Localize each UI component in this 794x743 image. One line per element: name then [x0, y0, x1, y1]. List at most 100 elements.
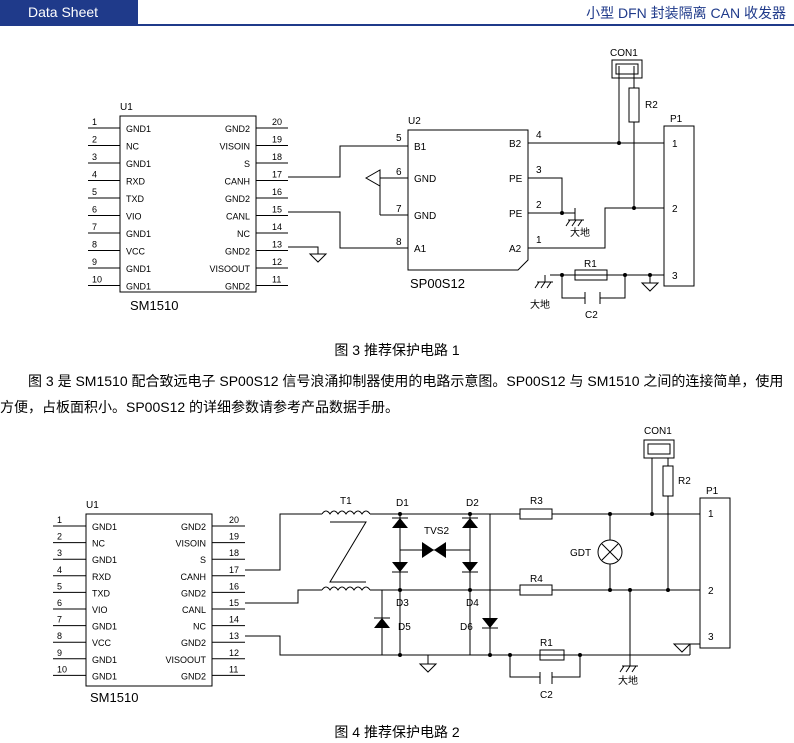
- p1-connector: [663, 125, 695, 287]
- pin-label: VIO: [92, 605, 108, 615]
- pin-label: TXD: [126, 194, 145, 204]
- paragraph-text: 图 3 是 SM1510 配合致远电子 SP00S12 信号浪涌抑制器使用的电路…: [0, 373, 784, 415]
- pin-label: TXD: [92, 588, 111, 598]
- pin-number: 2: [92, 135, 97, 145]
- pin-label: GND2: [225, 124, 250, 134]
- pin-number: 5: [57, 581, 62, 591]
- u2-pin-2-num: 2: [536, 200, 542, 211]
- pin-number: 7: [57, 615, 62, 625]
- p1-label: P1: [670, 114, 683, 125]
- pin-number: 11: [272, 275, 281, 285]
- earth-symbol: [565, 219, 584, 227]
- pin-number: 1: [92, 117, 97, 127]
- gnd-symbol: [640, 282, 660, 292]
- pin-label: GND1: [92, 655, 117, 665]
- d5-diode: [374, 618, 390, 628]
- header-title: 小型 DFN 封装隔离 CAN 收发器: [586, 5, 786, 21]
- u2-pin-4-num: 4: [536, 130, 542, 141]
- d2-label: D2: [466, 498, 479, 509]
- pin-number: 4: [57, 565, 62, 575]
- pin-number: 14: [272, 222, 282, 232]
- pin-number: 15: [229, 598, 239, 608]
- pin-label: GND2: [225, 247, 250, 257]
- d6-label: D6: [460, 622, 473, 633]
- earth-symbol: [619, 665, 638, 673]
- pin-label: CANL: [226, 212, 250, 222]
- u2-pin-2-label: PE: [509, 209, 523, 220]
- t1-winding: [321, 510, 371, 515]
- pin-number: 6: [57, 598, 62, 608]
- c2-capacitor: [584, 292, 601, 304]
- u1-part-name: SM1510: [90, 690, 138, 705]
- pin-label: GND1: [92, 622, 117, 632]
- figure-4-schematic: 1GND12NC3GND14RXD5TXD6VIO7GND18VCC9GND11…: [53, 426, 731, 705]
- sp00s12-body: [407, 129, 529, 271]
- r3-label: R3: [530, 496, 543, 507]
- pin-number: 13: [229, 631, 239, 641]
- con1-body: [611, 59, 643, 79]
- gdt-label: GDT: [570, 548, 591, 559]
- con1-body: [643, 439, 675, 459]
- t1-label: T1: [340, 496, 352, 507]
- r1-label: R1: [584, 259, 597, 270]
- pin-label: NC: [126, 142, 139, 152]
- pin-number: 12: [229, 648, 239, 658]
- pin-number: 12: [272, 257, 282, 267]
- u1-part-name: SM1510: [130, 298, 178, 313]
- u2-pin-5-num: 5: [396, 133, 402, 144]
- gnd-symbol: [418, 655, 438, 673]
- pin-number: 16: [272, 187, 282, 197]
- u2-pin-4-label: B2: [509, 139, 522, 150]
- sm1510-body: [119, 115, 257, 293]
- pin-label: VCC: [92, 638, 112, 648]
- pin-label: VISOIN: [175, 539, 206, 549]
- earth-label: 大地: [570, 226, 590, 239]
- pin-number: 15: [272, 205, 282, 215]
- d2-diode: [462, 518, 478, 528]
- pin-number: 19: [272, 135, 282, 145]
- r2-label: R2: [678, 476, 691, 487]
- pin-label: GND2: [181, 588, 206, 598]
- tvs2-label: TVS2: [424, 526, 449, 537]
- pin-number: 9: [57, 648, 62, 658]
- pin-label: GND2: [181, 522, 206, 532]
- r1-label: R1: [540, 638, 553, 649]
- pin-label: VISOOUT: [165, 655, 206, 665]
- d1-label: D1: [396, 498, 409, 509]
- d1-diode: [392, 518, 408, 528]
- pin-number: 18: [272, 152, 282, 162]
- pin-label: S: [200, 555, 206, 565]
- u1-designator: U1: [120, 102, 133, 113]
- pin-label: VISOOUT: [209, 264, 250, 274]
- d6-diode: [482, 618, 498, 628]
- p1-connector: [699, 497, 731, 649]
- p1-pin-2: 2: [672, 204, 678, 215]
- u2-pin-3-label: PE: [509, 174, 523, 185]
- p1-pin-1: 1: [708, 509, 714, 520]
- r3-resistor: [519, 508, 553, 520]
- pin-label: GND2: [181, 638, 206, 648]
- u2-pin-6-label: GND: [414, 174, 436, 185]
- pin-label: GND1: [126, 282, 151, 292]
- p1-label: P1: [706, 486, 719, 497]
- pin-label: GND1: [126, 229, 151, 239]
- p1-pin-3: 3: [708, 632, 714, 643]
- header-rule: [0, 24, 794, 26]
- c2-label: C2: [585, 310, 598, 321]
- pin-label: CANL: [182, 605, 206, 615]
- con1-label: CON1: [644, 426, 672, 437]
- r1-resistor: [574, 269, 608, 281]
- pin-label: GND1: [92, 522, 117, 532]
- pin-number: 18: [229, 548, 239, 558]
- pin-number: 8: [57, 631, 62, 641]
- pin-number: 3: [92, 152, 97, 162]
- pin-number: 9: [92, 257, 97, 267]
- pin-number: 17: [229, 565, 239, 575]
- pin-label: NC: [237, 229, 250, 239]
- r4-label: R4: [530, 574, 543, 585]
- pin-label: GND2: [225, 194, 250, 204]
- gnd-symbol: [672, 643, 692, 653]
- pin-label: RXD: [92, 572, 112, 582]
- p1-pin-2: 2: [708, 586, 714, 597]
- pin-number: 17: [272, 170, 282, 180]
